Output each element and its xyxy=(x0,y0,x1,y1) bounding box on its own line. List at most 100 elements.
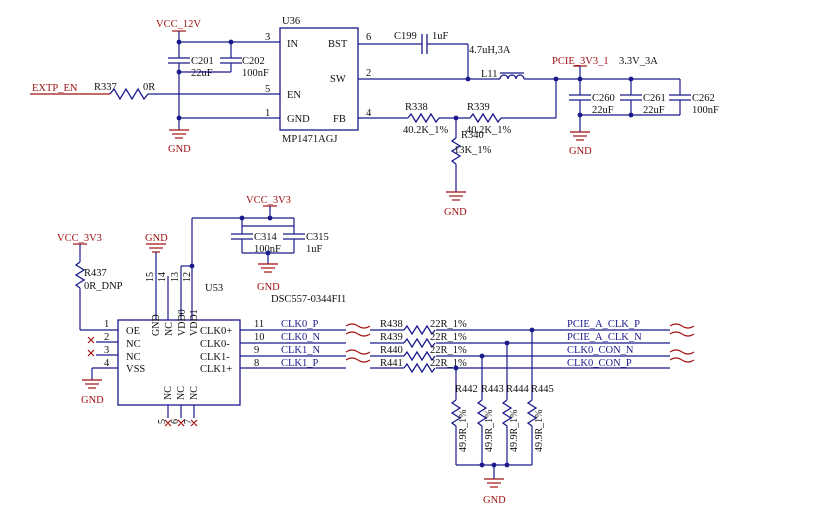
u53-pin1-number: 1 xyxy=(104,319,109,330)
u36-pin4-number: 4 xyxy=(366,108,372,119)
nc-markers-bottom xyxy=(164,419,198,427)
u36-pin-in: IN xyxy=(287,39,298,50)
u53-top-vdd0: VDD0 xyxy=(177,309,188,336)
r444-value: 49.9R_1% xyxy=(509,410,520,453)
u36-pin-sw: SW xyxy=(330,74,346,85)
r437-value: 0R_DNP xyxy=(84,281,123,292)
c201-value: 22uF xyxy=(191,68,213,79)
u53-pin4-number: 4 xyxy=(104,358,110,369)
u53-ref: U53 xyxy=(205,283,223,294)
u36-pin-en: EN xyxy=(287,90,301,101)
c260-ref: C260 xyxy=(592,93,615,104)
u53-part-number: DSC557-0344FI1 xyxy=(271,294,346,305)
r443-value: 49.9R_1% xyxy=(484,410,495,453)
gnd-symbol-6 xyxy=(82,379,102,389)
u53-pin-clk0p: CLK0+ xyxy=(200,326,232,337)
r440-ref: R440 xyxy=(380,345,403,356)
gnd-symbol-5 xyxy=(146,243,166,253)
clk0-con-n-label: CLK0_CON_N xyxy=(567,345,634,356)
gnd-symbol-3 xyxy=(570,131,590,141)
c202-ref: C202 xyxy=(242,56,265,67)
u53-bottom-nc6: NC xyxy=(176,386,187,400)
c201-capacitor xyxy=(168,42,190,84)
r445-value: 49.9R_1% xyxy=(534,410,545,453)
r338-resistor xyxy=(407,112,440,124)
gnd3-label: GND xyxy=(569,146,592,157)
u53-pin-nc3: NC xyxy=(126,352,141,363)
buck-converter-section: VCC_12V C201 22uF C202 100nF EXTP_EN R3 xyxy=(30,16,719,218)
c261-value: 22uF xyxy=(643,105,665,116)
r339-value: 40.2K_1% xyxy=(466,125,511,136)
u36-pin1-number: 1 xyxy=(265,108,270,119)
nc-markers-left xyxy=(87,336,95,357)
r439-resistor xyxy=(403,337,436,349)
c315-value: 1uF xyxy=(306,244,323,255)
vcc12v-label: VCC_12V xyxy=(156,19,201,30)
r441-ref: R441 xyxy=(380,358,403,369)
r445-resistor xyxy=(526,399,538,427)
r338-ref: R338 xyxy=(405,102,428,113)
u53-pin6-number: 6 xyxy=(170,419,181,424)
u53-pin15-number: 15 xyxy=(145,272,156,282)
r444-ref: R444 xyxy=(506,384,530,395)
u53-pin5-number: 5 xyxy=(157,419,168,424)
u53-top-gnd: GND xyxy=(151,314,162,336)
diff-marker-4 xyxy=(669,349,695,363)
u36-pin-bst: BST xyxy=(328,39,348,50)
c262-ref: C262 xyxy=(692,93,715,104)
r438-resistor xyxy=(403,324,436,336)
c314-capacitor xyxy=(231,226,253,253)
c201-ref: C201 xyxy=(191,56,214,67)
u53-pin-nc2: NC xyxy=(126,339,141,350)
clock-generator-section: VCC_3V3 C314 100nF C315 1uF xyxy=(57,195,695,506)
r442-value: 49.9R_1% xyxy=(458,410,469,453)
u36-pin-fb: FB xyxy=(333,114,346,125)
r337-value: 0R xyxy=(143,82,155,93)
r439-ref: R439 xyxy=(380,332,403,343)
r445-ref: R445 xyxy=(531,384,554,395)
u53-pin3-number: 3 xyxy=(104,345,109,356)
r442-resistor xyxy=(450,399,462,427)
l11-value: 4.7uH,3A xyxy=(469,45,511,56)
u36-pin2-number: 2 xyxy=(366,68,371,79)
u53-pin14-number: 14 xyxy=(157,272,168,282)
vcc3v3-b-label: VCC_3V3 xyxy=(57,233,102,244)
u53-top-nc: NC xyxy=(164,322,175,336)
u53-pin13-number: 13 xyxy=(170,272,181,282)
net-clk0-p: CLK0_P xyxy=(281,319,319,330)
r441-value: 22R_1% xyxy=(430,358,467,369)
r439-value: 22R_1% xyxy=(430,332,467,343)
c260-value: 22uF xyxy=(592,105,614,116)
r438-value: 22R_1% xyxy=(430,319,467,330)
diff-marker-3 xyxy=(669,323,695,337)
r337-ref: R337 xyxy=(94,82,117,93)
r437-ref: R437 xyxy=(84,268,107,279)
r437-resistor xyxy=(74,261,86,289)
r340-resistor xyxy=(450,137,462,165)
u53-bottom-nc5: NC xyxy=(163,386,174,400)
c202-value: 100nF xyxy=(242,68,269,79)
extp-en-label: EXTP_EN xyxy=(32,83,78,94)
u36-body xyxy=(279,27,359,131)
u53-pin8-number: 8 xyxy=(254,358,259,369)
r337-resistor xyxy=(109,87,149,101)
c199-value: 1uF xyxy=(432,31,449,42)
gnd1-label: GND xyxy=(168,144,191,155)
c314-value: 100nF xyxy=(254,244,281,255)
r340-value: 13K_1% xyxy=(454,145,492,156)
gnd-symbol-2 xyxy=(446,191,466,201)
u53-pin2-number: 2 xyxy=(104,332,109,343)
r440-resistor xyxy=(403,350,436,362)
u53-pin-vss: VSS xyxy=(126,364,145,375)
pcie-a-clk-n-label: PCIE_A_CLK_N xyxy=(567,332,642,343)
u53-pin9-number: 9 xyxy=(254,345,259,356)
u36-pin3-number: 3 xyxy=(265,32,270,43)
u53-pin-clk1p: CLK1+ xyxy=(200,364,232,375)
r443-ref: R443 xyxy=(481,384,504,395)
c202-capacitor xyxy=(179,42,242,73)
c261-capacitor xyxy=(620,79,642,115)
gnd2-label: GND xyxy=(444,207,467,218)
pcie-a-clk-p-label: PCIE_A_CLK_P xyxy=(567,319,640,330)
r340-ref: R340 xyxy=(461,130,484,141)
